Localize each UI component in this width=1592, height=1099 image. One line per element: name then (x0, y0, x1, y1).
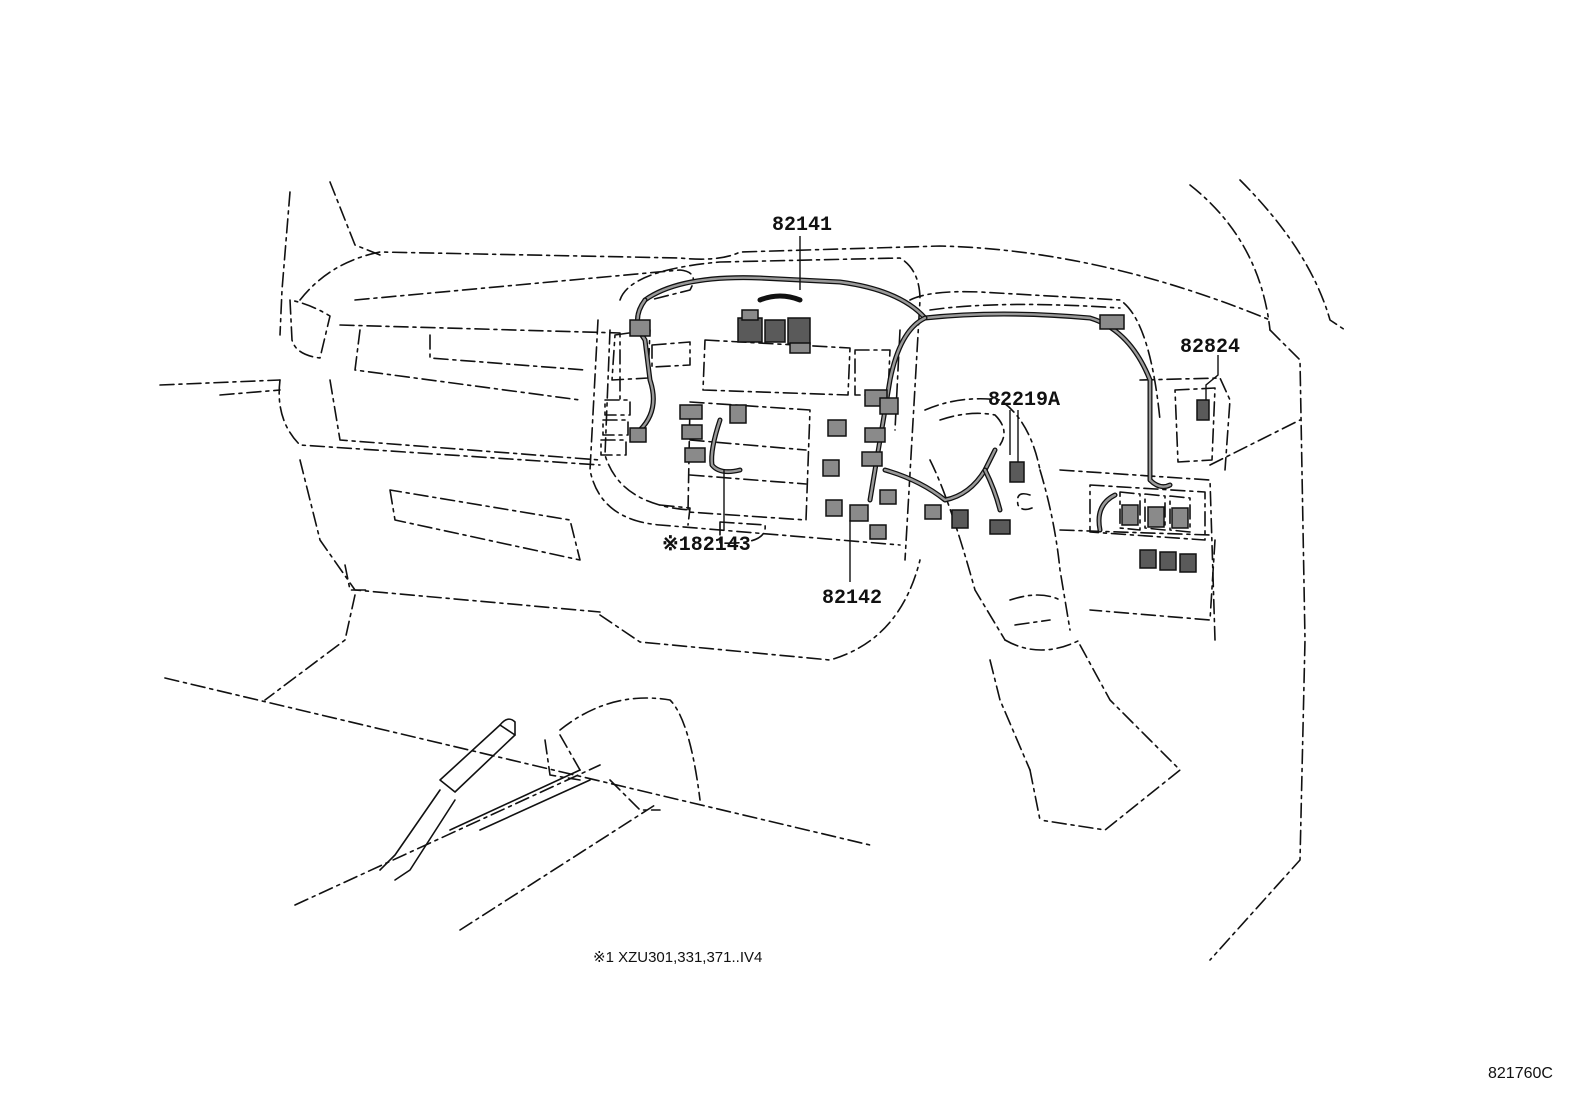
wire-harness (635, 275, 1173, 533)
part-label-82219A: 82219A (988, 389, 1060, 412)
illustration-code: 821760C (1488, 1065, 1553, 1082)
part-label-82142: 82142 (822, 587, 882, 610)
part-label-82143: ※182143 (662, 534, 751, 557)
leader-lines (723, 236, 1219, 582)
part-label-82824: 82824 (1180, 336, 1240, 359)
applicability-footnote: ※1 XZU301,331,371..IV4 (593, 949, 762, 966)
part-label-82141: 82141 (772, 214, 832, 237)
harness-connectors (629, 309, 1210, 573)
parking-brake-lever (379, 718, 591, 881)
